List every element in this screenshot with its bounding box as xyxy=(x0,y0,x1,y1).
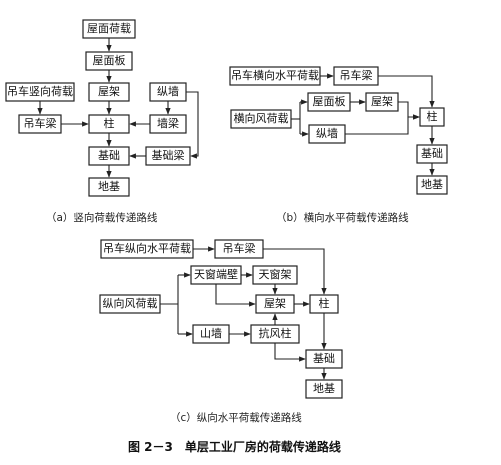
svg-text:吊车纵向水平荷载: 吊车纵向水平荷载 xyxy=(103,241,191,255)
node-crane-beam-a: 吊车梁 xyxy=(18,114,62,134)
node-skylight-frame: 天窗架 xyxy=(252,265,298,285)
arrow-b-7 xyxy=(345,114,420,135)
svg-text:屋架: 屋架 xyxy=(371,95,393,108)
svg-text:屋面板: 屋面板 xyxy=(313,94,346,108)
diagram-b: 吊车横向水平荷载 吊车梁 屋面板 屋架 横向风荷载 柱 纵墙 基础 xyxy=(229,66,448,195)
node-gable-wall: 山墙 xyxy=(192,324,230,344)
svg-text:柱: 柱 xyxy=(319,296,330,310)
svg-text:横向风荷载: 横向风荷载 xyxy=(234,111,289,125)
svg-text:地基: 地基 xyxy=(421,178,443,191)
svg-text:屋架: 屋架 xyxy=(264,297,286,310)
diagram-c: 吊车纵向水平荷载 吊车梁 天窗端壁 天窗架 纵向风荷载 屋架 柱 山墙 xyxy=(99,239,343,399)
node-subgrade-b: 地基 xyxy=(416,175,448,195)
arrow-a-11 xyxy=(186,91,199,159)
node-roof-truss-a: 屋架 xyxy=(88,82,130,102)
svg-text:地基: 地基 xyxy=(313,382,335,395)
svg-text:吊车梁: 吊车梁 xyxy=(223,241,256,255)
svg-text:吊车梁: 吊车梁 xyxy=(340,68,373,82)
node-roof-panel: 屋面板 xyxy=(85,51,133,71)
svg-text:纵向风荷载: 纵向风荷载 xyxy=(103,296,158,310)
node-crane-longitudinal-load: 吊车纵向水平荷载 xyxy=(100,239,194,259)
svg-text:墙梁: 墙梁 xyxy=(157,116,179,130)
node-longitudinal-wall-a: 纵墙 xyxy=(149,82,187,102)
node-foundation-a: 基础 xyxy=(88,146,130,166)
caption-c: （c）纵向水平荷载传递路线 xyxy=(170,412,302,424)
svg-text:天窗端壁: 天窗端壁 xyxy=(194,267,238,281)
node-wall-beam: 墙梁 xyxy=(149,114,187,134)
arrow-c-11 xyxy=(274,343,306,362)
node-column-a: 柱 xyxy=(88,114,130,134)
node-roof-truss-c: 屋架 xyxy=(255,294,295,314)
figure-title: 图 2－3 单层工业厂房的荷载传递路线 xyxy=(128,440,341,454)
caption-b: （b）横向水平荷载传递路线 xyxy=(276,212,409,224)
svg-text:纵墙: 纵墙 xyxy=(157,84,179,98)
svg-text:天窗架: 天窗架 xyxy=(259,267,292,281)
svg-text:纵墙: 纵墙 xyxy=(316,126,338,140)
node-column-c: 柱 xyxy=(309,294,339,314)
svg-text:基础: 基础 xyxy=(98,149,120,162)
svg-text:屋面板: 屋面板 xyxy=(93,53,126,67)
node-crane-beam-c: 吊车梁 xyxy=(214,239,264,259)
svg-text:柱: 柱 xyxy=(104,116,115,130)
arrow-c-6 xyxy=(215,284,256,307)
node-subgrade-a: 地基 xyxy=(88,177,130,197)
node-column-b: 柱 xyxy=(419,107,445,127)
svg-text:吊车梁: 吊车梁 xyxy=(24,116,57,130)
node-foundation-c: 基础 xyxy=(305,349,343,369)
svg-text:基础: 基础 xyxy=(421,147,443,160)
node-longitudinal-wall-b: 纵墙 xyxy=(308,124,346,144)
svg-text:基础: 基础 xyxy=(313,352,335,365)
node-crane-beam-b: 吊车梁 xyxy=(333,66,379,86)
node-foundation-b: 基础 xyxy=(416,144,448,164)
node-roof-panel-b: 屋面板 xyxy=(307,92,351,112)
node-crane-vertical-load: 吊车竖向荷载 xyxy=(5,82,75,102)
svg-text:柱: 柱 xyxy=(427,109,438,123)
arrow-b-6 xyxy=(398,101,420,120)
node-wind-column: 抗风柱 xyxy=(250,324,300,344)
svg-text:屋架: 屋架 xyxy=(98,85,120,98)
node-longitudinal-wind-load: 纵向风荷载 xyxy=(99,294,161,314)
node-crane-transverse-load: 吊车横向水平荷载 xyxy=(229,66,321,86)
svg-text:抗风柱: 抗风柱 xyxy=(259,326,292,340)
svg-text:屋面荷载: 屋面荷载 xyxy=(87,22,131,35)
node-subgrade-c: 地基 xyxy=(305,379,343,399)
svg-text:吊车横向水平荷载: 吊车横向水平荷载 xyxy=(231,68,319,82)
diagram-a: 屋面荷载 屋面板 吊车竖向荷载 屋架 纵墙 吊车梁 柱 墙梁 xyxy=(5,19,199,197)
svg-text:基础梁: 基础梁 xyxy=(152,148,185,162)
node-roof-truss-b: 屋架 xyxy=(365,92,399,112)
svg-text:吊车竖向荷载: 吊车竖向荷载 xyxy=(7,84,73,98)
node-skylight-end-wall: 天窗端壁 xyxy=(190,265,242,285)
node-transverse-wind-load: 横向风荷载 xyxy=(230,109,292,129)
svg-text:地基: 地基 xyxy=(98,180,120,193)
svg-text:山墙: 山墙 xyxy=(200,326,222,340)
arrow-b-2 xyxy=(378,75,435,108)
node-roof-load: 屋面荷载 xyxy=(82,19,136,39)
caption-a: （a）竖向荷载传递路线 xyxy=(46,212,158,224)
node-foundation-beam: 基础梁 xyxy=(145,146,191,166)
arrow-c-2 xyxy=(263,248,327,295)
